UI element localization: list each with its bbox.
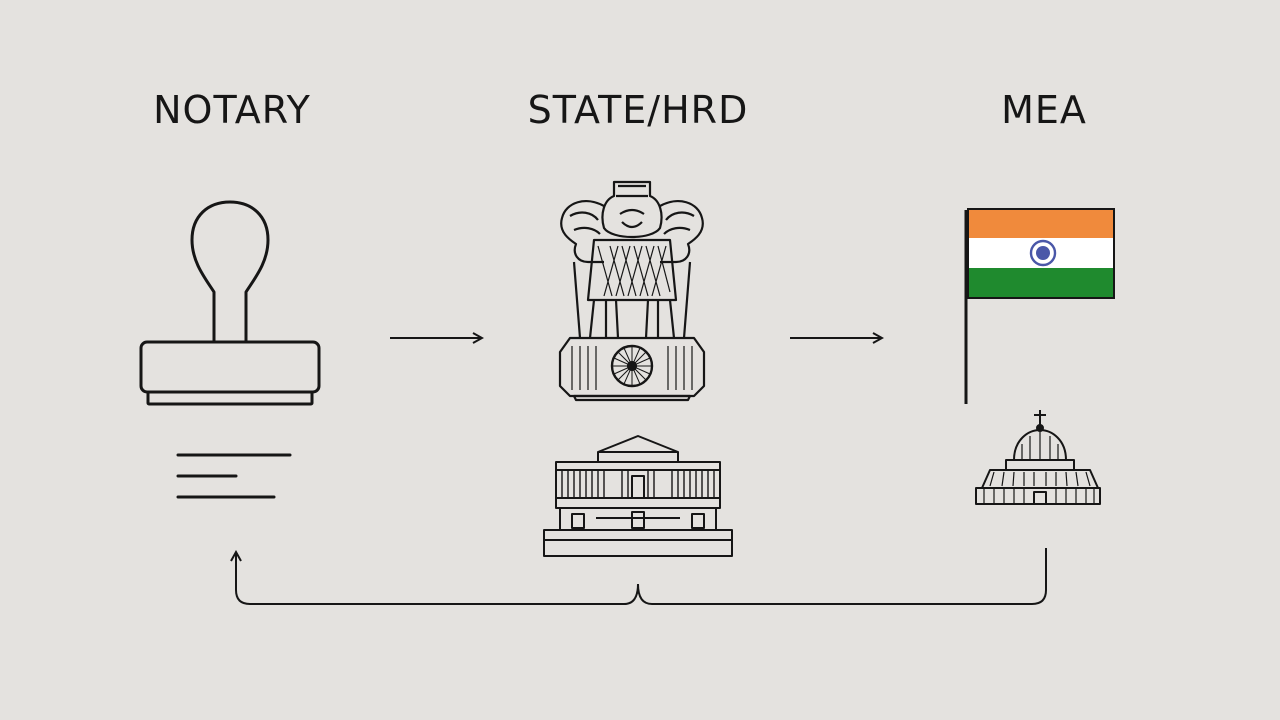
- stage-label-mea: MEA: [1001, 88, 1087, 132]
- government-building-icon: [543, 435, 733, 557]
- stage-label-notary: NOTARY: [153, 88, 311, 132]
- national-emblem-icon: [558, 180, 706, 402]
- domed-building-icon: [975, 410, 1101, 505]
- stage-label-state-hrd: STATE/HRD: [527, 88, 749, 132]
- rubber-stamp-icon: [139, 200, 321, 406]
- document-lines-icon: [176, 453, 292, 499]
- return-bracket-arrow: [236, 548, 1047, 605]
- indian-flag-icon: [964, 208, 1115, 404]
